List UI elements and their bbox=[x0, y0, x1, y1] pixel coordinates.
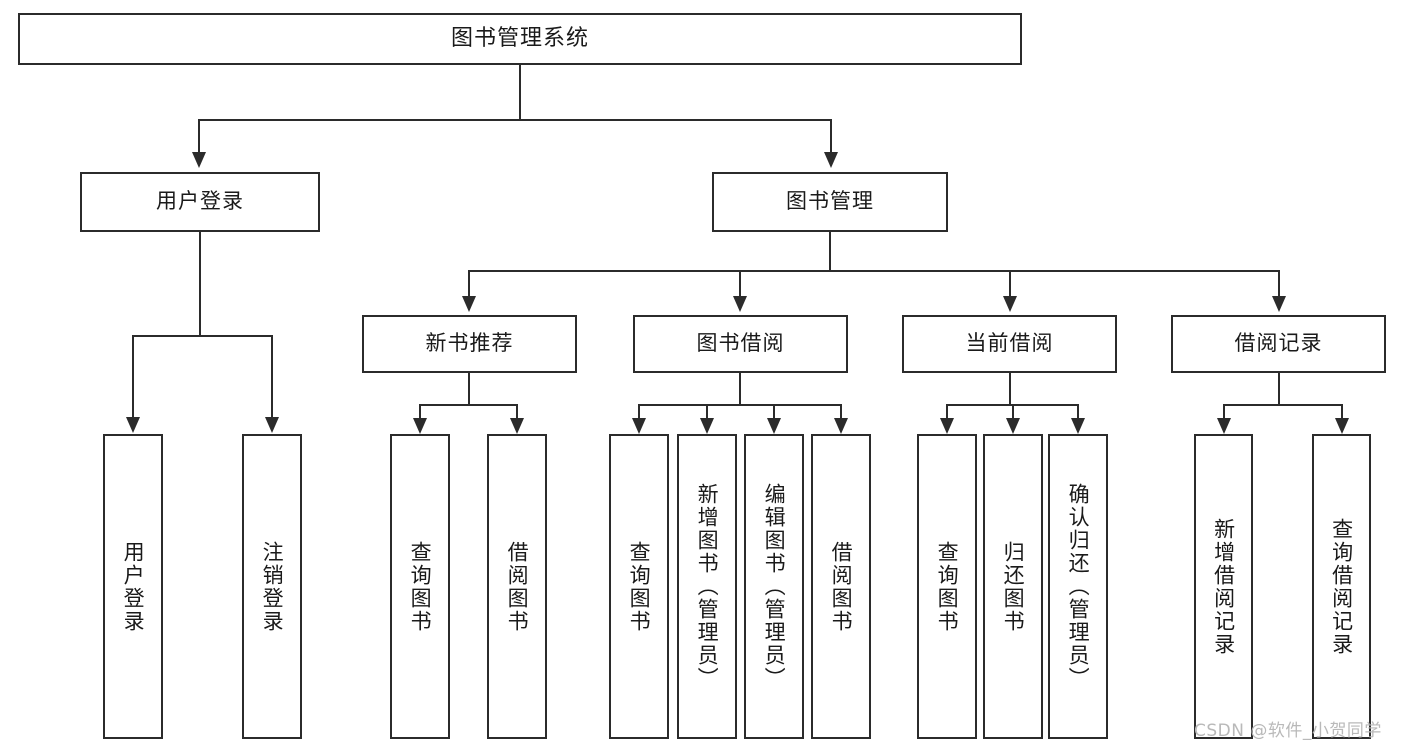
arrow-root-to-user-login-icon bbox=[192, 152, 206, 168]
arrow-book-borrow-leaf-1-icon bbox=[632, 418, 646, 434]
node-label: 借阅记录 bbox=[1234, 331, 1323, 356]
edge-root-to-book-management bbox=[830, 119, 832, 156]
node-label: 新增图书（管理员） bbox=[695, 483, 720, 690]
edge-borrow-record-stem bbox=[1278, 373, 1280, 406]
watermark-text: CSDN @软件_小贺同学 bbox=[1194, 721, 1382, 741]
node-label: 图书管理系统 bbox=[450, 25, 589, 51]
edge-bm-drop-new-book bbox=[468, 270, 470, 298]
edge-current-borrow-drop-3 bbox=[1077, 404, 1079, 420]
node-label: 借阅图书 bbox=[829, 540, 854, 633]
node-book-borrow[interactable]: 图书借阅 bbox=[633, 315, 848, 373]
arrow-book-borrow-leaf-2-icon bbox=[700, 418, 714, 434]
node-label: 用户登录 bbox=[156, 189, 244, 214]
node-label: 查询图书 bbox=[408, 540, 433, 633]
edge-book-borrow-drop-1 bbox=[638, 404, 640, 420]
edge-new-book-drop-1 bbox=[419, 404, 421, 420]
node-leaf-query-book-2[interactable]: 查询图书 bbox=[609, 434, 669, 739]
node-leaf-edit-book[interactable]: 编辑图书（管理员） bbox=[744, 434, 804, 739]
edge-bm-drop-book-borrow bbox=[739, 270, 741, 298]
arrow-bm-to-borrow-record-icon bbox=[1272, 296, 1286, 312]
node-leaf-query-book-3[interactable]: 查询图书 bbox=[917, 434, 977, 739]
edge-new-book-bar bbox=[419, 404, 518, 406]
node-new-book-recommend[interactable]: 新书推荐 bbox=[362, 315, 577, 373]
edge-user-login-drop-1 bbox=[132, 335, 134, 419]
edge-book-borrow-bar bbox=[638, 404, 842, 406]
node-label: 查询借阅记录 bbox=[1329, 517, 1354, 656]
arrow-current-borrow-leaf-3-icon bbox=[1071, 418, 1085, 434]
node-label: 新增借阅记录 bbox=[1211, 517, 1236, 656]
edge-book-borrow-stem bbox=[739, 373, 741, 406]
node-label: 查询图书 bbox=[935, 540, 960, 633]
node-leaf-borrow-book-2[interactable]: 借阅图书 bbox=[811, 434, 871, 739]
edge-borrow-record-drop-1 bbox=[1223, 404, 1225, 420]
node-label: 归还图书 bbox=[1001, 540, 1026, 633]
arrow-current-borrow-leaf-1-icon bbox=[940, 418, 954, 434]
node-leaf-confirm-return[interactable]: 确认归还（管理员） bbox=[1048, 434, 1108, 739]
node-current-borrow[interactable]: 当前借阅 bbox=[902, 315, 1117, 373]
edge-new-book-stem bbox=[468, 373, 470, 406]
edge-root-stem bbox=[519, 65, 521, 119]
node-leaf-query-record[interactable]: 查询借阅记录 bbox=[1312, 434, 1371, 739]
edge-book-borrow-drop-2 bbox=[706, 404, 708, 420]
node-label: 注销登录 bbox=[260, 540, 285, 633]
arrow-current-borrow-leaf-2-icon bbox=[1006, 418, 1020, 434]
node-label: 当前借阅 bbox=[965, 331, 1054, 356]
node-root-book-management-system[interactable]: 图书管理系统 bbox=[18, 13, 1022, 65]
arrow-bm-to-new-book-icon bbox=[462, 296, 476, 312]
edge-book-borrow-drop-4 bbox=[840, 404, 842, 420]
node-label: 图书借阅 bbox=[696, 331, 785, 356]
arrow-borrow-record-leaf-2-icon bbox=[1335, 418, 1349, 434]
node-leaf-add-book[interactable]: 新增图书（管理员） bbox=[677, 434, 737, 739]
node-label: 编辑图书（管理员） bbox=[762, 483, 787, 690]
edge-user-login-drop-2 bbox=[271, 335, 273, 419]
edge-current-borrow-stem bbox=[1009, 373, 1011, 406]
node-label: 确认归还（管理员） bbox=[1066, 483, 1091, 690]
arrow-bm-to-current-borrow-icon bbox=[1003, 296, 1017, 312]
arrow-root-to-book-management-icon bbox=[824, 152, 838, 168]
edge-book-borrow-drop-3 bbox=[773, 404, 775, 420]
arrow-new-book-leaf-1-icon bbox=[413, 418, 427, 434]
arrow-user-login-leaf-2-icon bbox=[265, 417, 279, 433]
edge-book-management-stem bbox=[829, 232, 831, 272]
edge-user-login-bar bbox=[132, 335, 272, 337]
node-label: 用户登录 bbox=[121, 540, 146, 633]
node-borrow-record[interactable]: 借阅记录 bbox=[1171, 315, 1386, 373]
edge-current-borrow-drop-2 bbox=[1012, 404, 1014, 420]
node-label: 新书推荐 bbox=[425, 331, 514, 356]
arrow-borrow-record-leaf-1-icon bbox=[1217, 418, 1231, 434]
arrow-bm-to-book-borrow-icon bbox=[733, 296, 747, 312]
node-leaf-user-login[interactable]: 用户登录 bbox=[103, 434, 163, 739]
node-leaf-logout-login[interactable]: 注销登录 bbox=[242, 434, 302, 739]
node-leaf-query-book-1[interactable]: 查询图书 bbox=[390, 434, 450, 739]
edge-root-bar bbox=[198, 119, 832, 121]
edge-borrow-record-drop-2 bbox=[1341, 404, 1343, 420]
arrow-user-login-leaf-1-icon bbox=[126, 417, 140, 433]
arrow-new-book-leaf-2-icon bbox=[510, 418, 524, 434]
node-user-login[interactable]: 用户登录 bbox=[80, 172, 320, 232]
arrow-book-borrow-leaf-3-icon bbox=[767, 418, 781, 434]
node-label: 借阅图书 bbox=[505, 540, 530, 633]
node-leaf-borrow-book-1[interactable]: 借阅图书 bbox=[487, 434, 547, 739]
edge-root-to-user-login bbox=[198, 119, 200, 156]
edge-bm-drop-borrow-record bbox=[1278, 270, 1280, 298]
edge-new-book-drop-2 bbox=[516, 404, 518, 420]
node-book-management[interactable]: 图书管理 bbox=[712, 172, 948, 232]
node-leaf-return-book[interactable]: 归还图书 bbox=[983, 434, 1043, 739]
node-label: 图书管理 bbox=[786, 189, 874, 214]
edge-current-borrow-drop-1 bbox=[946, 404, 948, 420]
edge-borrow-record-bar bbox=[1223, 404, 1342, 406]
edge-bm-drop-current-borrow bbox=[1009, 270, 1011, 298]
edge-user-login-stem bbox=[199, 232, 201, 336]
arrow-book-borrow-leaf-4-icon bbox=[834, 418, 848, 434]
node-leaf-add-record[interactable]: 新增借阅记录 bbox=[1194, 434, 1253, 739]
edge-book-management-bar bbox=[468, 270, 1280, 272]
node-label: 查询图书 bbox=[627, 540, 652, 633]
